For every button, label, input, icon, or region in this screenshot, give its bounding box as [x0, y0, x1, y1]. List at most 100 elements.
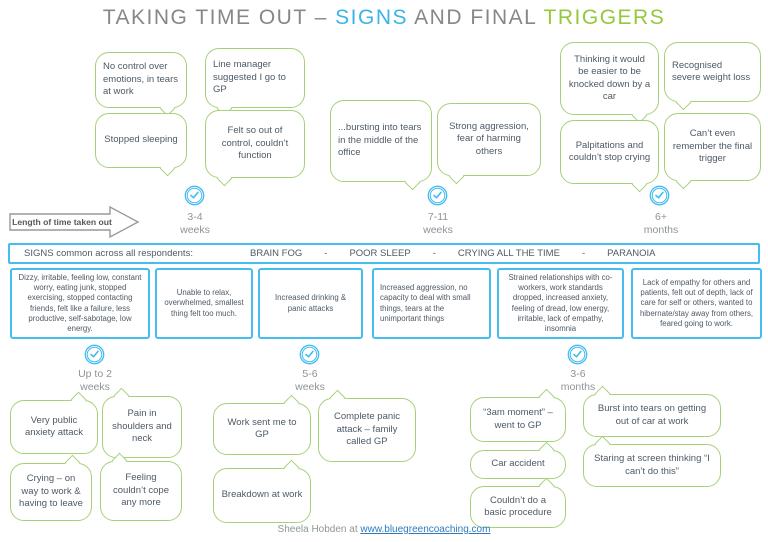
sign-detail-box: Unable to relax, overwhelmed, smallest t…: [155, 268, 253, 339]
bubble-text: Pain in shoulders and neck: [112, 408, 172, 445]
footer-author: Sheela Hobden at: [277, 524, 361, 535]
sign-separator: -: [324, 248, 328, 259]
period-unit: weeks: [80, 381, 110, 394]
bubble-tail: [70, 391, 87, 408]
bubble-text: ...bursting into tears in the middle of …: [338, 122, 422, 159]
sign-detail-box: Lack of empathy for others and patients,…: [631, 268, 762, 339]
sign-box-text: Dizzy, irritable, feeling low, constant …: [18, 273, 142, 333]
clock-icon: [184, 185, 205, 206]
speech-bubble: Crying – on way to work & having to leav…: [10, 454, 92, 521]
bubble-text: Breakdown at work: [221, 489, 303, 501]
bubble-text: Strong aggression, fear of harming other…: [449, 120, 529, 157]
bubble-text: Burst into tears on getting out of car a…: [597, 403, 707, 427]
speech-bubble: Breakdown at work: [213, 459, 311, 523]
speech-bubble: Work sent me to GP: [213, 394, 311, 455]
speech-bubble: Car accident: [470, 441, 566, 479]
bubble-text: Couldn’t do a basic procedure: [484, 494, 552, 518]
bubble-text: “3am moment” – went to GP: [483, 407, 553, 431]
bubble-text: Work sent me to GP: [227, 416, 297, 440]
clock-icon: [427, 185, 448, 206]
period-value: 3-4: [187, 211, 203, 223]
speech-bubble: Very public anxiety attack: [10, 391, 98, 454]
speech-bubble: Recognised severe weight loss: [664, 42, 761, 111]
sign-detail-box: Increased aggression, no capacity to dea…: [372, 268, 491, 339]
period-unit: weeks: [423, 224, 453, 237]
period-unit: months: [560, 381, 596, 394]
bubble-text: Felt so out of control, couldn’t functio…: [221, 125, 289, 162]
period-value: 7-11: [427, 211, 449, 223]
title-part-1: TAKING TIME OUT –: [102, 6, 336, 29]
period-value: 6+: [655, 211, 667, 223]
bubble-tail: [675, 173, 692, 190]
bubble-text: Can’t even remember the final trigger: [672, 128, 753, 165]
bubble-text: Stopped sleeping: [104, 134, 178, 146]
bubble-text: Complete panic attack – family called GP: [333, 411, 400, 448]
title-part-3: AND FINAL: [408, 6, 544, 29]
speech-bubble: “3am moment” – went to GP: [470, 388, 566, 442]
speech-bubble: Pain in shoulders and neck: [102, 387, 182, 458]
sign-item: CRYING ALL THE TIME: [457, 248, 560, 259]
period-label: Up to 2 weeks: [60, 368, 130, 394]
speech-bubble: Line manager suggested I go to GP: [205, 48, 305, 117]
sign-separator: -: [432, 248, 436, 259]
bubble-tail: [538, 477, 555, 494]
bubble-text: No control over emotions, in tears at wo…: [103, 61, 178, 98]
bubble-tail: [404, 174, 421, 191]
bubble-text: Crying – on way to work & having to leav…: [19, 473, 83, 510]
period-unit: weeks: [180, 224, 210, 237]
bubble-text: Thinking it would be easier to be knocke…: [568, 53, 651, 102]
page-title: TAKING TIME OUT – SIGNS AND FINAL TRIGGE…: [0, 6, 768, 30]
period-label: 6+ months: [626, 211, 696, 237]
sign-box-text: Increased aggression, no capacity to dea…: [380, 283, 471, 323]
arrow-shape: [9, 205, 140, 239]
timeline-arrow: Length of time taken out: [8, 204, 140, 240]
period-label: 7-11 weeks: [403, 211, 473, 237]
footer-credit: Sheela Hobden at www.bluegreencoaching.c…: [0, 524, 768, 535]
bubble-tail: [448, 168, 465, 185]
arrow-label: Length of time taken out: [12, 217, 112, 227]
sign-item: BRAIN FOG: [250, 248, 303, 259]
period-unit: months: [643, 224, 679, 237]
bubble-tail: [64, 454, 81, 471]
bubble-tail: [159, 160, 176, 177]
speech-bubble: Couldn’t do a basic procedure: [470, 477, 566, 528]
bubble-text: Recognised severe weight loss: [672, 59, 751, 83]
speech-bubble: Felt so out of control, couldn’t functio…: [205, 110, 305, 187]
clock-icon: [299, 344, 320, 365]
bubble-text: Line manager suggested I go to GP: [213, 59, 286, 96]
bubble-tail: [675, 94, 692, 111]
clock-icon: [567, 344, 588, 365]
bubble-tail: [631, 176, 648, 193]
speech-bubble: Stopped sleeping: [95, 113, 187, 177]
sign-separator: -: [581, 248, 586, 259]
speech-bubble: Complete panic attack – family called GP: [318, 389, 416, 462]
speech-bubble: Can’t even remember the final trigger: [664, 113, 761, 190]
sign-box-text: Increased drinking & panic attacks: [274, 293, 347, 313]
title-part-signs: SIGNS: [335, 6, 408, 29]
speech-bubble: Thinking it would be easier to be knocke…: [560, 42, 659, 124]
bubble-tail: [283, 459, 300, 476]
speech-bubble: ...bursting into tears in the middle of …: [330, 100, 432, 191]
period-label: 5-6 weeks: [275, 368, 345, 394]
speech-bubble: Strong aggression, fear of harming other…: [437, 103, 541, 185]
signs-bar-label: SIGNS common across all respondents:: [24, 248, 193, 259]
sign-detail-box: Strained relationships with co-workers, …: [497, 268, 624, 339]
sign-detail-box: Dizzy, irritable, feeling low, constant …: [10, 268, 150, 339]
sign-item: POOR SLEEP: [349, 248, 411, 259]
bubble-text: Palpitations and couldn’t stop crying: [568, 139, 651, 163]
sign-box-text: Strained relationships with co-workers, …: [508, 273, 613, 333]
speech-bubble: No control over emotions, in tears at wo…: [95, 52, 187, 117]
common-signs-bar: SIGNS common across all respondents: BRA…: [8, 243, 760, 264]
speech-bubble: Burst into tears on getting out of car a…: [583, 385, 721, 437]
speech-bubble: Feeling couldn’t cope any more: [100, 452, 182, 521]
footer-link[interactable]: www.bluegreencoaching.com: [360, 524, 491, 535]
title-part-triggers: TRIGGERS: [543, 6, 666, 29]
speech-bubble: Staring at screen thinking “I can’t do t…: [583, 435, 721, 487]
clock-icon: [649, 185, 670, 206]
sign-item: PARANOIA: [607, 248, 656, 259]
bubble-text: Car accident: [491, 458, 545, 470]
sign-box-text: Lack of empathy for others and patients,…: [639, 278, 754, 328]
speech-bubble: Palpitations and couldn’t stop crying: [560, 120, 659, 193]
period-unit: weeks: [295, 381, 325, 394]
